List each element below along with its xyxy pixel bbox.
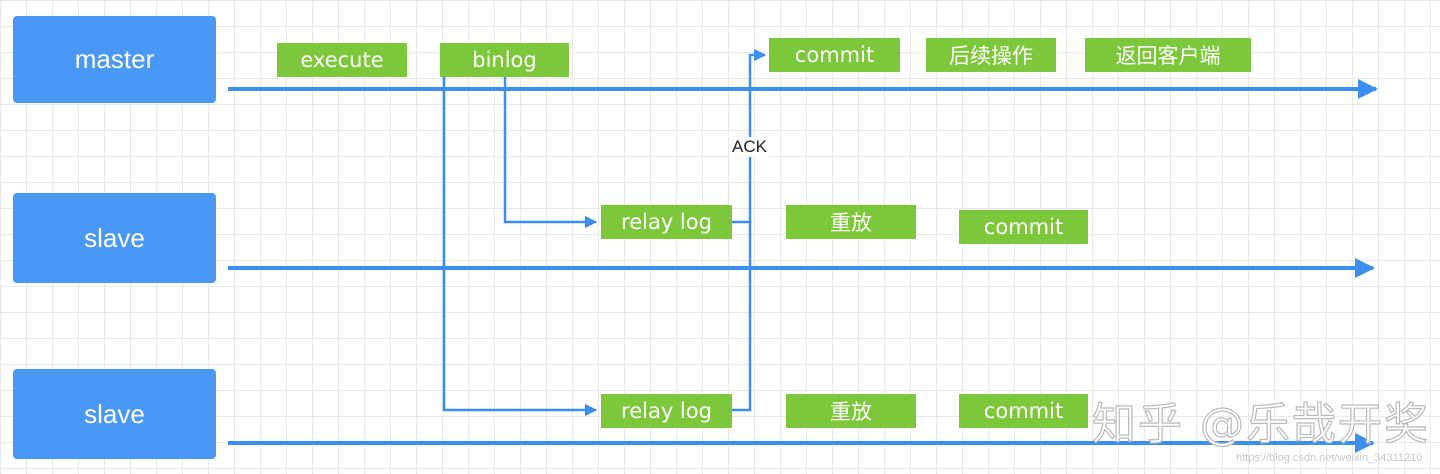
step-binlog: binlog	[440, 43, 569, 77]
step-execute: execute	[277, 43, 407, 77]
ack-label: ACK	[730, 137, 769, 157]
slave-node-2: slave	[13, 369, 216, 459]
step-replay-2: 重放	[786, 394, 916, 428]
master-node: master	[13, 16, 216, 103]
slave-node-1: slave	[13, 193, 216, 283]
step-master-commit: commit	[769, 38, 900, 72]
binlog-to-relay-1	[503, 77, 598, 229]
step-relay-log-2: relay log	[601, 394, 732, 428]
step-slave2-commit: commit	[959, 394, 1088, 428]
source-url: https://blog.csdn.net/weixin_34311210	[1236, 452, 1423, 464]
step-replay-1: 重放	[786, 205, 916, 239]
zhihu-watermark: 知乎 @乐哉开奖	[1091, 398, 1430, 450]
step-followup: 后续操作	[926, 38, 1056, 72]
step-relay-log-1: relay log	[601, 205, 732, 239]
step-return-client: 返回客户端	[1085, 38, 1251, 72]
ack-to-commit	[732, 48, 767, 412]
binlog-to-relay-2	[442, 77, 598, 417]
step-slave1-commit: commit	[959, 210, 1088, 244]
